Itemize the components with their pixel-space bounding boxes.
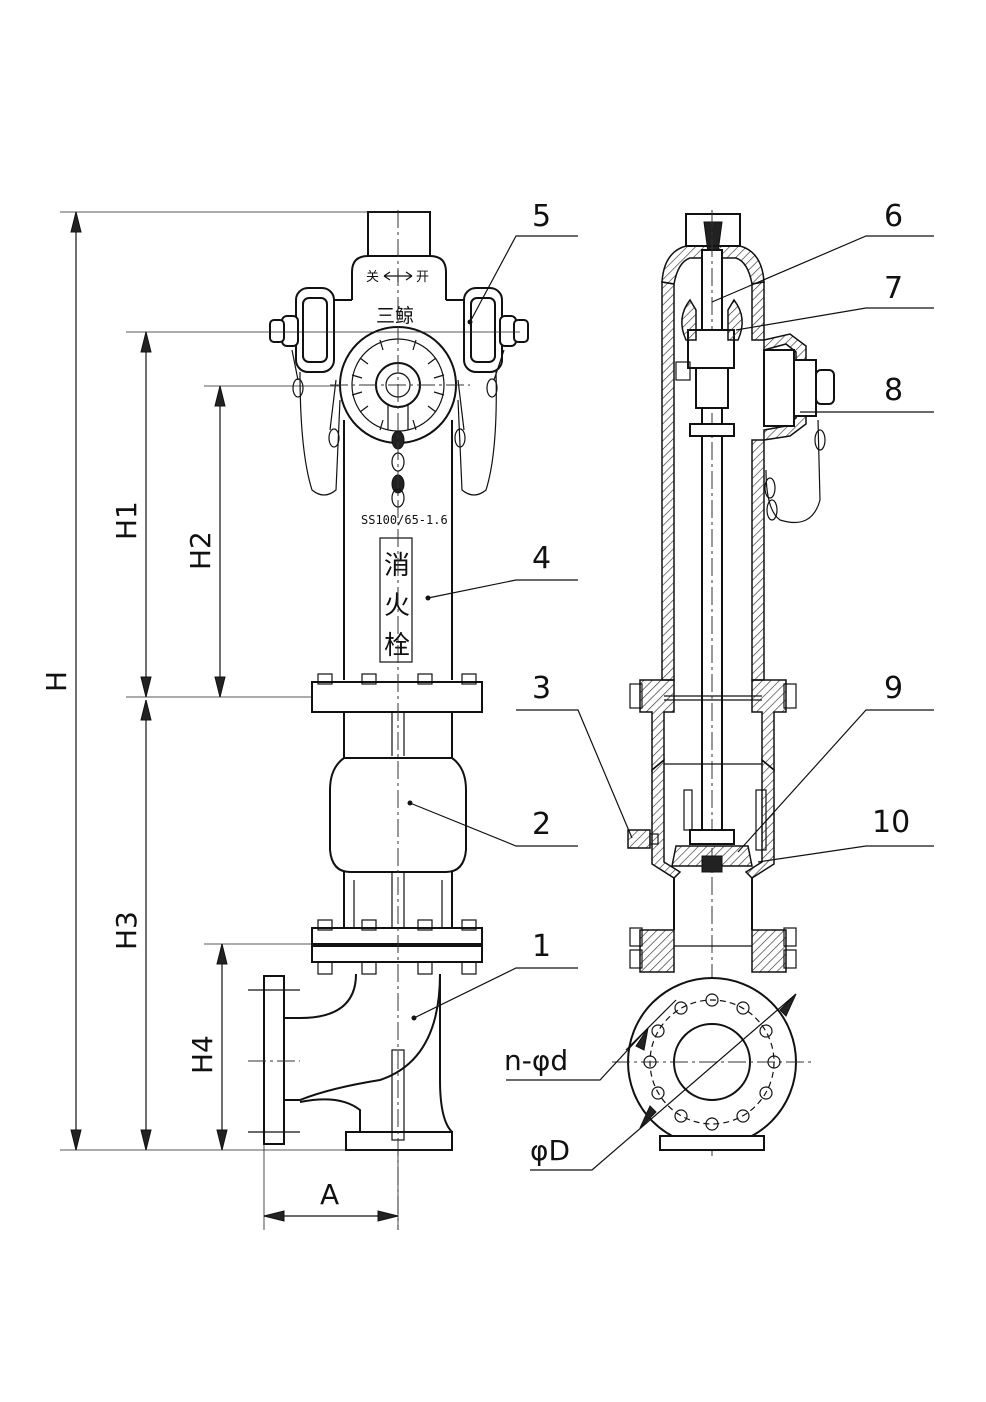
switch-open-label: 开 — [416, 270, 429, 285]
elbow-inlet — [282, 973, 441, 1101]
part-number-8: 8 — [884, 373, 903, 408]
dim-H: H — [40, 671, 73, 692]
dim-H2: H2 — [184, 531, 217, 570]
neck — [343, 712, 453, 758]
right-side-outlet — [454, 287, 529, 496]
brand-label: 三鲸 — [376, 305, 414, 327]
dim-H4: H4 — [186, 1035, 219, 1074]
lower-flange-top — [311, 927, 483, 945]
switch-close-label: 关 — [366, 270, 379, 285]
part-number-6: 6 — [884, 199, 903, 234]
name-char-1: 消 — [384, 551, 410, 581]
upper-flange — [311, 681, 483, 713]
part-number-4: 4 — [532, 541, 551, 576]
dim-A: A — [320, 1178, 339, 1211]
dim-H3: H3 — [110, 911, 143, 950]
name-char-3: 栓 — [384, 631, 410, 661]
lower-flange-bottom — [311, 945, 483, 963]
section-drain-valve — [627, 829, 651, 849]
inlet-flange — [263, 975, 285, 1145]
bonnet — [351, 255, 447, 300]
lower-flange-bolts — [317, 919, 477, 975]
part-number-1: 1 — [532, 929, 551, 964]
part-number-5: 5 — [532, 199, 551, 234]
part-number-9: 9 — [884, 671, 903, 706]
front-leaders: 5 4 2 1 — [407, 199, 578, 1021]
name-char-2: 火 — [384, 591, 410, 621]
section-lower-pipe — [673, 878, 753, 930]
section-right-wall — [751, 281, 765, 341]
front-view: 关 开 三鲸 SS100/65-1.6 消 火 栓 — [248, 210, 529, 1230]
model-label: SS100/65-1.6 — [361, 513, 448, 527]
section-left-wall — [661, 281, 675, 681]
part-number-10: 10 — [872, 805, 910, 840]
section-valve-chamber — [651, 758, 682, 879]
part-number-2: 2 — [532, 807, 551, 842]
section-side-outlet — [763, 333, 835, 524]
name-plate — [379, 537, 413, 663]
section-end-flange — [612, 977, 812, 1151]
part-number-3: 3 — [532, 671, 551, 706]
front-dimensions: H H1 H2 H3 H4 A — [40, 211, 520, 1230]
section-leaders: 6 7 8 3 9 10 n-φd φD — [504, 199, 934, 1171]
dim-H1: H1 — [110, 501, 143, 540]
operating-nut — [367, 211, 431, 257]
dim-n-d: n-φd — [504, 1044, 568, 1077]
dim-D: φD — [530, 1134, 570, 1167]
lower-neck — [343, 872, 453, 930]
part-number-7: 7 — [884, 271, 903, 306]
upper-flange-bolts — [317, 673, 477, 685]
section-view — [612, 210, 835, 1160]
left-side-outlet — [269, 287, 341, 496]
section-upper-flange — [639, 679, 675, 772]
base-foot — [345, 1131, 453, 1151]
